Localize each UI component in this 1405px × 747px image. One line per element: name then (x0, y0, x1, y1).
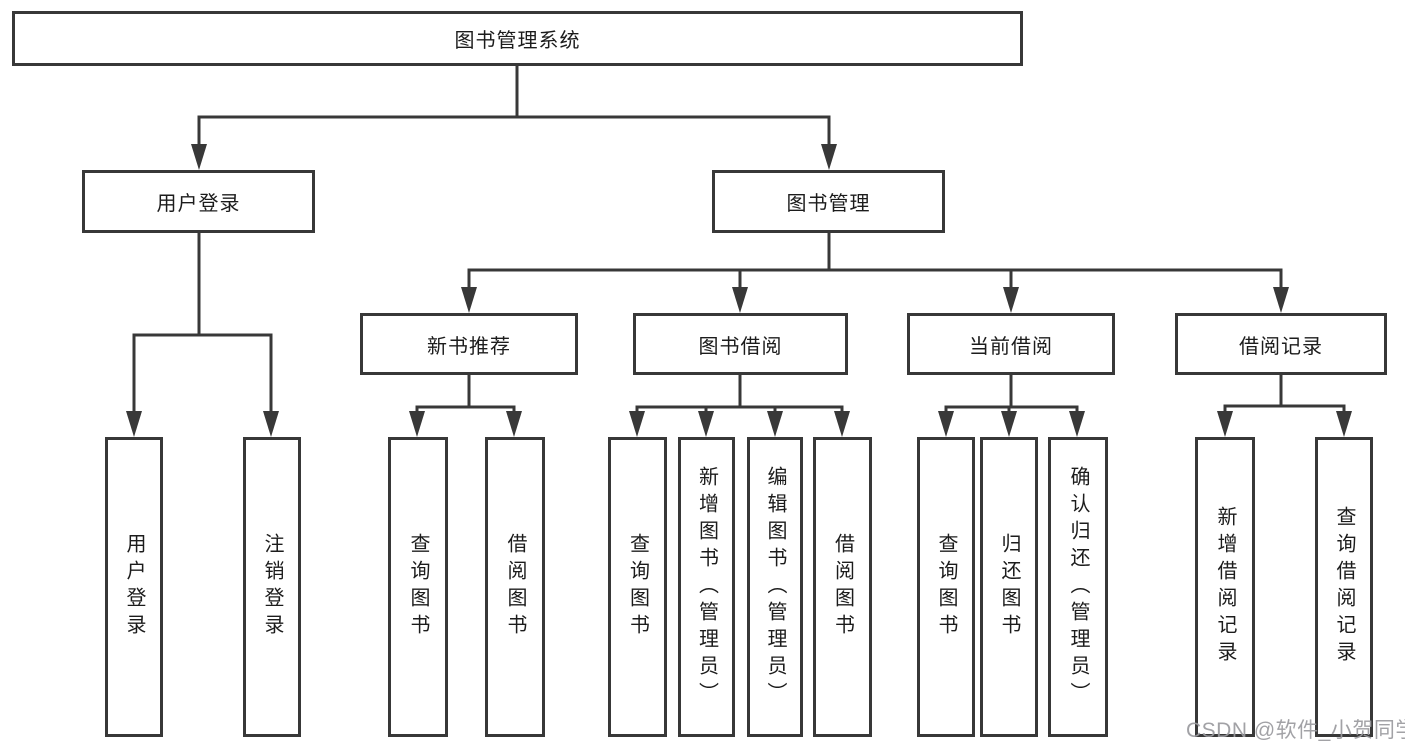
connector-root-to-level2 (191, 66, 837, 170)
leaf-label: 新增借阅记录 (1214, 506, 1236, 668)
node-leaf-edit-book-admin: 编辑图书（管理员） (747, 437, 803, 737)
node-leaf-query-borrow-record: 查询借阅记录 (1315, 437, 1373, 737)
node-leaf-borrow-book-recommend: 借阅图书 (485, 437, 545, 737)
node-leaf-add-book-admin: 新增图书（管理员） (678, 437, 735, 737)
node-borrow-records: 借阅记录 (1175, 313, 1387, 375)
connector-new-book-recommend-children (409, 373, 522, 437)
leaf-label: 查询图书 (626, 533, 649, 641)
node-user-login: 用户登录 (82, 170, 315, 233)
node-leaf-add-borrow-record: 新增借阅记录 (1195, 437, 1255, 737)
connector-user-login-children (126, 231, 279, 437)
node-current-borrow: 当前借阅 (907, 313, 1115, 375)
node-book-borrow: 图书借阅 (633, 313, 848, 375)
leaf-label: 查询图书 (407, 533, 429, 641)
node-leaf-query-book-current: 查询图书 (917, 437, 975, 737)
connector-current-borrow-children (938, 373, 1085, 437)
node-leaf-user-login: 用户登录 (105, 437, 163, 737)
node-leaf-query-book-recommend: 查询图书 (388, 437, 448, 737)
connector-book-management-children (461, 231, 1289, 313)
connector-book-borrow-children (629, 373, 850, 437)
connector-borrow-records-children (1217, 373, 1352, 437)
leaf-label: 查询图书 (935, 533, 957, 641)
csdn-watermark: CSDN @软件_小贺同学 (1186, 719, 1405, 742)
node-book-management: 图书管理 (712, 170, 945, 233)
node-leaf-return-book: 归还图书 (980, 437, 1038, 737)
node-root: 图书管理系统 (12, 11, 1023, 66)
leaf-label: 借阅图书 (831, 533, 854, 641)
leaf-label: 查询借阅记录 (1333, 506, 1355, 668)
node-leaf-logout: 注销登录 (243, 437, 301, 737)
leaf-label: 注销登录 (261, 533, 283, 641)
leaf-label: 编辑图书（管理员） (764, 465, 786, 709)
node-leaf-query-book-borrow: 查询图书 (608, 437, 667, 737)
leaf-label: 新增图书（管理员） (695, 465, 718, 709)
leaf-label: 借阅图书 (504, 533, 526, 641)
node-leaf-borrow-book: 借阅图书 (813, 437, 872, 737)
leaf-label: 用户登录 (123, 533, 145, 641)
node-new-book-recommend: 新书推荐 (360, 313, 578, 375)
leaf-label: 归还图书 (998, 533, 1020, 641)
leaf-label: 确认归还（管理员） (1067, 465, 1089, 709)
node-leaf-confirm-return-admin: 确认归还（管理员） (1048, 437, 1108, 737)
